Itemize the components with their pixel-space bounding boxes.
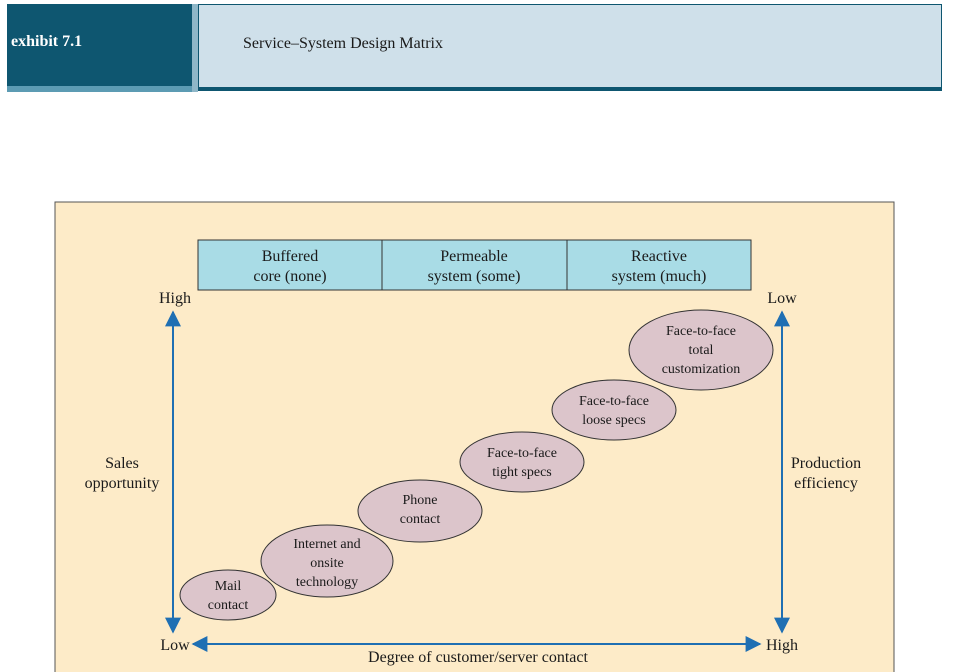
- ellipse-tight-specs: [459, 431, 585, 493]
- right-axis-label-line1: Production: [791, 455, 861, 472]
- left-axis-high-label: High: [159, 290, 191, 307]
- internet-onsite-line3: technology: [296, 575, 358, 590]
- column-reactive-system: [566, 239, 752, 291]
- right-axis-high-label: High: [766, 637, 798, 654]
- column-buffered-line1: Buffered: [262, 248, 319, 265]
- mail-contact-line1: Mail: [215, 579, 242, 594]
- exhibit-label-stripe: [7, 86, 192, 92]
- column-permeable-line2: system (some): [428, 268, 521, 285]
- bottom-axis-label: Degree of customer/server contact: [368, 649, 588, 666]
- exhibit-title-underline: [198, 88, 942, 91]
- mail-contact-line2: contact: [208, 598, 249, 613]
- ellipse-loose-specs: [551, 379, 677, 441]
- exhibit-title: Service–System Design Matrix: [243, 35, 443, 52]
- header-divider: [192, 4, 198, 92]
- ellipse-internet-onsite: [260, 524, 394, 598]
- left-axis-low-label: Low: [160, 637, 190, 654]
- exhibit-title-box: [198, 4, 942, 88]
- column-reactive-line2: system (much): [612, 268, 707, 285]
- tight-specs-line1: Face-to-face: [487, 446, 557, 461]
- total-customization-line3: customization: [662, 362, 741, 377]
- loose-specs-line1: Face-to-face: [579, 394, 649, 409]
- ellipse-total-customization: [628, 309, 774, 391]
- left-axis-label-line1: Sales: [105, 455, 139, 472]
- phone-contact-line1: Phone: [403, 493, 438, 508]
- column-buffered-core: [197, 239, 383, 291]
- left-axis-label-line2: opportunity: [85, 475, 160, 492]
- total-customization-line2: total: [689, 343, 714, 358]
- exhibit-label-box: [7, 4, 192, 86]
- right-axis-label-line2: efficiency: [794, 475, 858, 492]
- column-buffered-line2: core (none): [253, 268, 326, 285]
- column-permeable-system: [381, 239, 568, 291]
- ellipse-mail-contact: [179, 569, 277, 621]
- exhibit-header: [7, 4, 942, 92]
- internet-onsite-line1: Internet and: [293, 537, 360, 552]
- exhibit-number: exhibit 7.1: [11, 33, 83, 50]
- tight-specs-line2: tight specs: [492, 465, 552, 480]
- loose-specs-line2: loose specs: [582, 413, 645, 428]
- ellipse-phone-contact: [357, 479, 483, 543]
- total-customization-line1: Face-to-face: [666, 324, 736, 339]
- column-reactive-line1: Reactive: [631, 248, 687, 265]
- right-axis-low-label: Low: [767, 290, 797, 307]
- column-permeable-line1: Permeable: [440, 248, 508, 265]
- internet-onsite-line2: onsite: [310, 556, 343, 571]
- phone-contact-line2: contact: [400, 512, 441, 527]
